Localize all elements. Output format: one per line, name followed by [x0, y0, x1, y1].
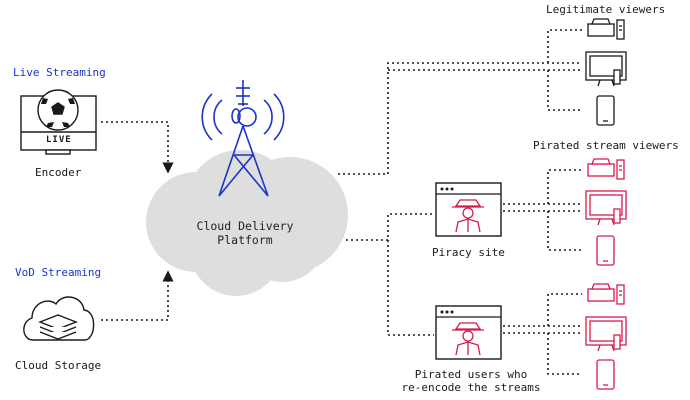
- pirate-reencoder-icon: [435, 305, 502, 360]
- broadcast-tower-icon: [201, 80, 285, 197]
- live-badge: LIVE: [46, 135, 72, 145]
- set-top-box-icon: [587, 158, 625, 180]
- pirate-site-icon: [435, 182, 502, 237]
- platform-label-line1: Cloud Delivery: [196, 219, 294, 233]
- reencoders-label: Pirated users who re-encode the streams: [396, 368, 546, 394]
- cloud-storage-icon: [23, 296, 95, 341]
- encoder-label: Encoder: [35, 166, 82, 179]
- smartphone-icon: [596, 95, 615, 126]
- reencoders-label-line1: Pirated users who: [414, 368, 528, 381]
- connector-reencoders-viewers: [503, 293, 582, 375]
- vod-streaming-heading: VoD Streaming: [15, 266, 102, 279]
- cloud-storage-label: Cloud Storage: [15, 359, 102, 372]
- platform-cloud: [146, 150, 348, 296]
- smartphone-icon: [596, 359, 615, 390]
- tv-icon: [585, 190, 627, 226]
- pirated-viewers-heading: Pirated stream viewers: [533, 139, 679, 152]
- reencoders-label-line2: re-encode the streams: [401, 381, 541, 394]
- monitor-soccer-icon: [20, 89, 97, 155]
- platform-label: Cloud Delivery Platform: [180, 219, 310, 247]
- connector-encoder-platform: [101, 121, 174, 174]
- connector-piracy-viewers: [503, 169, 582, 251]
- piracy-site-label: Piracy site: [432, 246, 505, 259]
- set-top-box-icon: [587, 283, 625, 305]
- connector-storage-platform: [101, 270, 174, 321]
- legitimate-viewers-heading: Legitimate viewers: [546, 3, 666, 16]
- tv-icon: [585, 51, 627, 87]
- set-top-box-icon: [587, 18, 625, 40]
- platform-label-line2: Platform: [217, 233, 273, 247]
- connector-platform-legitimate: [338, 29, 582, 175]
- connector-platform-piracy: [346, 213, 434, 336]
- live-streaming-heading: Live Streaming: [13, 66, 106, 79]
- smartphone-icon: [596, 235, 615, 266]
- tv-icon: [585, 316, 627, 352]
